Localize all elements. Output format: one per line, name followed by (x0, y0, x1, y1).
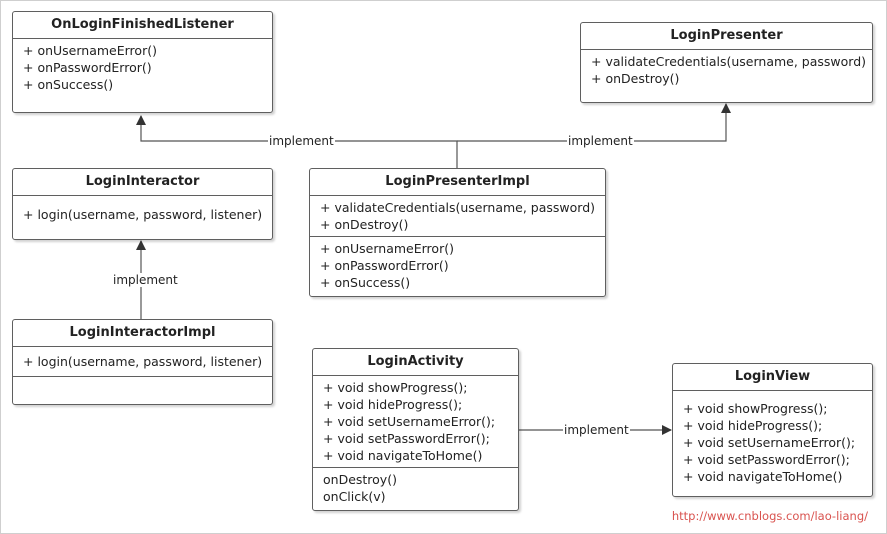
method-list: + void showProgress(); + void hideProgre… (313, 376, 518, 467)
method: + validateCredentials(username, password… (591, 54, 867, 69)
method: + void hideProgress(); (683, 418, 823, 433)
class-name: LoginPresenterImpl (310, 169, 605, 196)
method: + void setPasswordError(); (683, 452, 850, 467)
method: + void showProgress(); (323, 380, 468, 395)
class-name: LoginView (673, 364, 872, 391)
implement-label-presenter: implement (567, 134, 634, 148)
method: + void setPasswordError(); (323, 431, 490, 446)
method: + onUsernameError() (320, 241, 454, 256)
method: + void setUsernameError(); (323, 414, 496, 429)
implement-line-presenter (457, 103, 731, 142)
method-list: + validateCredentials(username, password… (310, 196, 605, 236)
method: + void setUsernameError(); (683, 435, 856, 450)
implement-label-listener: implement (268, 134, 335, 148)
method: + onDestroy() (591, 71, 680, 86)
method-list: onDestroy() onClick(v) (313, 467, 518, 508)
class-login-activity: LoginActivity + void showProgress(); + v… (312, 348, 519, 511)
class-login-presenter-impl: LoginPresenterImpl + validateCredentials… (309, 168, 606, 297)
empty-section (13, 376, 272, 391)
class-login-view: LoginView + void showProgress(); + void … (672, 363, 873, 497)
class-login-interactor-impl: LoginInteractorImpl + login(username, pa… (12, 319, 273, 405)
method-list: + onUsernameError() + onPasswordError() … (13, 39, 272, 96)
class-name: LoginInteractorImpl (13, 320, 272, 347)
method-list: + login(username, password, listener) (13, 196, 272, 226)
method: + onPasswordError() (320, 258, 449, 273)
method: + onUsernameError() (23, 43, 157, 58)
implement-label-interactor: implement (112, 273, 179, 287)
method: + login(username, password, listener) (23, 207, 263, 222)
class-name: LoginInteractor (13, 169, 272, 196)
class-login-interactor: LoginInteractor + login(username, passwo… (12, 168, 273, 240)
method-list: + validateCredentials(username, password… (581, 50, 872, 90)
method: + void hideProgress(); (323, 397, 463, 412)
method-list: + void showProgress(); + void hideProgre… (673, 391, 872, 488)
method: + login(username, password, listener) (23, 354, 263, 369)
class-on-login-finished-listener: OnLoginFinishedListener + onUsernameErro… (12, 11, 273, 113)
method: + void navigateToHome() (683, 469, 843, 484)
implement-label-view: implement (563, 423, 630, 437)
class-name: LoginPresenter (581, 23, 872, 50)
method: onDestroy() (323, 472, 397, 487)
method: + void showProgress(); (683, 401, 828, 416)
class-name: OnLoginFinishedListener (13, 12, 272, 39)
watermark-url: http://www.cnblogs.com/lao-liang/ (671, 509, 868, 523)
method: + validateCredentials(username, password… (320, 200, 596, 215)
class-name: LoginActivity (313, 349, 518, 376)
method: onClick(v) (323, 489, 386, 504)
method-list: + login(username, password, listener) (13, 347, 272, 376)
method: + void navigateToHome() (323, 448, 483, 463)
method: + onPasswordError() (23, 60, 152, 75)
class-login-presenter: LoginPresenter + validateCredentials(use… (580, 22, 873, 103)
method: + onSuccess() (23, 77, 114, 92)
method-list: + onUsernameError() + onPasswordError() … (310, 236, 605, 294)
method: + onDestroy() (320, 217, 409, 232)
method: + onSuccess() (320, 275, 411, 290)
